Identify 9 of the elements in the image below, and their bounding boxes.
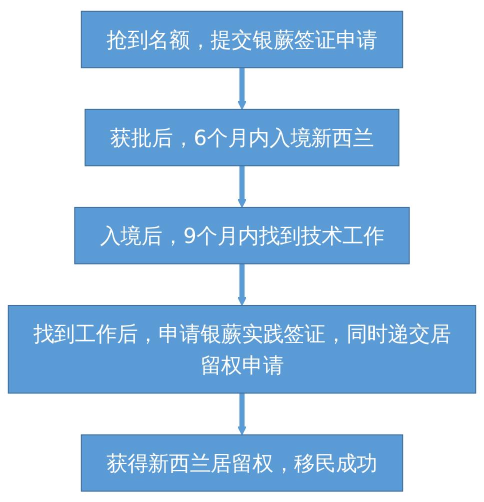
- arrow: [237, 165, 247, 208]
- node-box: 获批后，6个月内入境新西兰: [84, 108, 400, 166]
- arrow: [237, 264, 247, 306]
- arrow: [237, 67, 247, 110]
- node-box: 入境后，9个月内找到技术工作: [74, 206, 410, 264]
- arrow: [237, 392, 247, 435]
- node-box: 抢到名额，提交银蕨签证申请: [80, 10, 404, 68]
- node-box: 获得新西兰居留权，移民成功: [80, 434, 404, 492]
- node-box: 找到工作后，申请银蕨实践签证，同时递交居留权申请: [8, 304, 476, 394]
